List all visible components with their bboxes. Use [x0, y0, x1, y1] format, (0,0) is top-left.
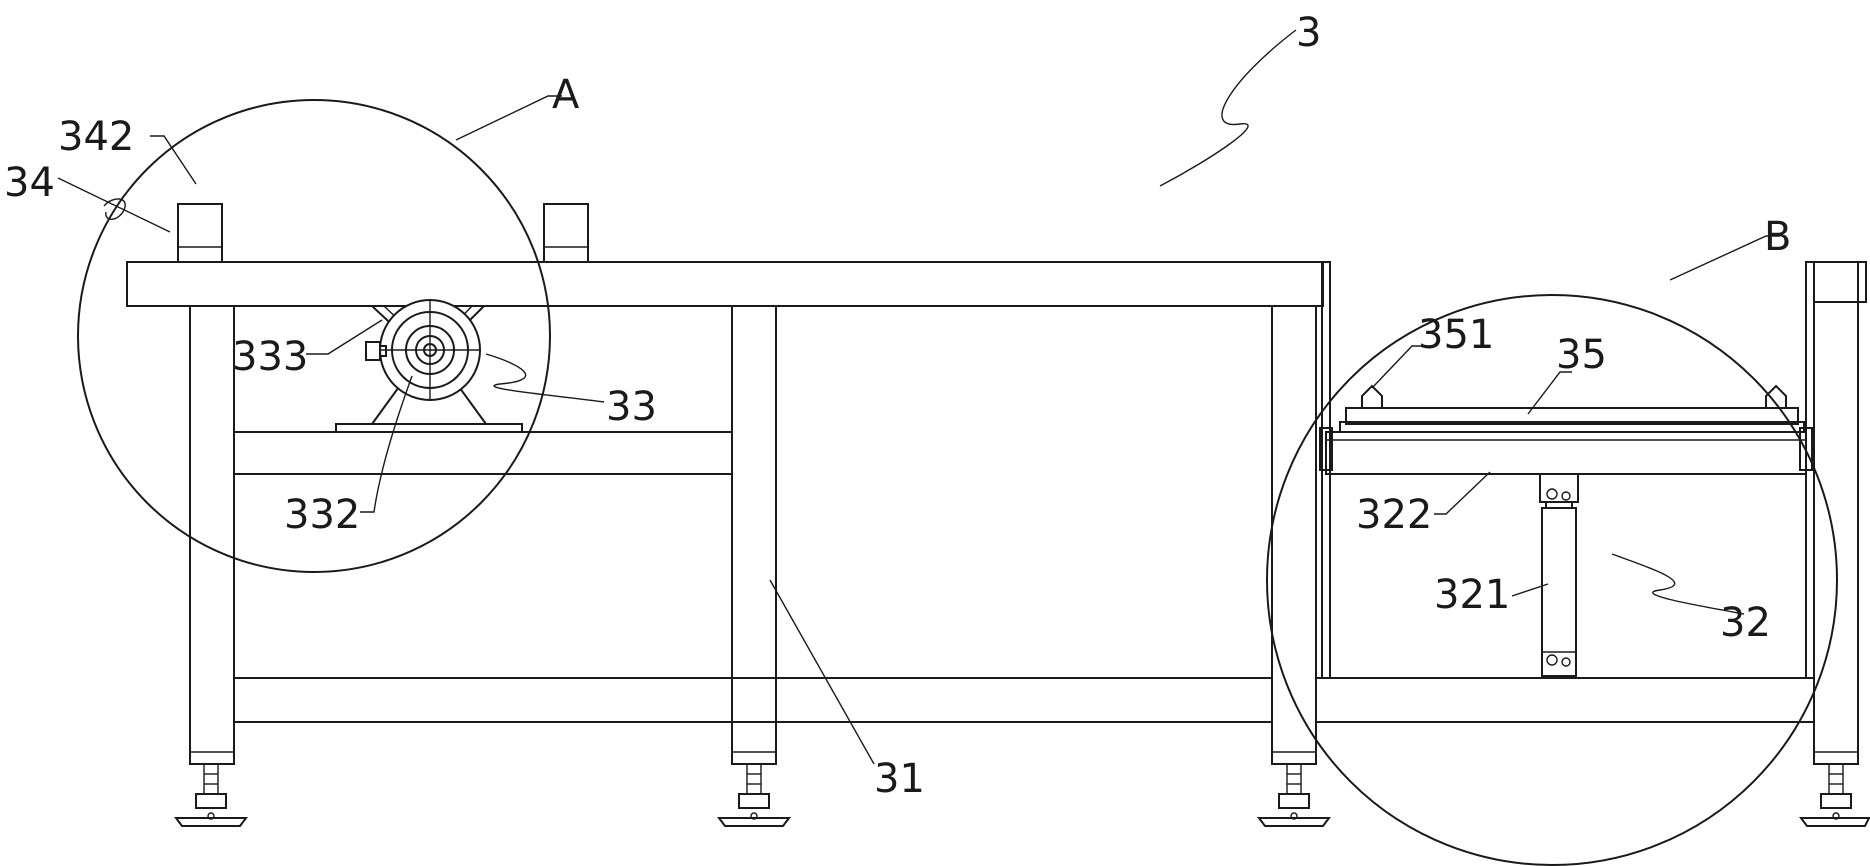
label-35: 35 [1556, 332, 1607, 378]
leader-lines [57, 29, 1780, 765]
label-332: 332 [284, 492, 360, 538]
label-321: 321 [1434, 572, 1510, 618]
stop-351-second [1765, 384, 1787, 408]
lifting-platform-322 [1319, 427, 1813, 475]
block-342 [177, 203, 223, 263]
stop-351 [1361, 384, 1383, 408]
detail-circle-b [1266, 294, 1838, 866]
motor-33 [335, 299, 523, 433]
detail-circle-a [77, 99, 551, 573]
label-b: B [1764, 214, 1791, 260]
label-351: 351 [1418, 312, 1494, 358]
block-342-second [543, 203, 589, 263]
label-31: 31 [874, 756, 925, 802]
cylinder-321 [1539, 473, 1579, 677]
label-3: 3 [1296, 10, 1321, 56]
foot-4 [1799, 763, 1870, 827]
tray-35 [1339, 407, 1805, 433]
label-32: 32 [1720, 600, 1771, 646]
table-top [126, 261, 1324, 307]
label-342: 342 [58, 114, 134, 160]
foot-2 [717, 763, 791, 827]
label-34: 34 [4, 160, 55, 206]
foot-1 [174, 763, 248, 827]
label-322: 322 [1356, 492, 1432, 538]
label-33: 33 [606, 384, 657, 430]
foot-3 [1257, 763, 1331, 827]
label-a: A [552, 72, 580, 118]
label-333: 333 [232, 334, 308, 380]
